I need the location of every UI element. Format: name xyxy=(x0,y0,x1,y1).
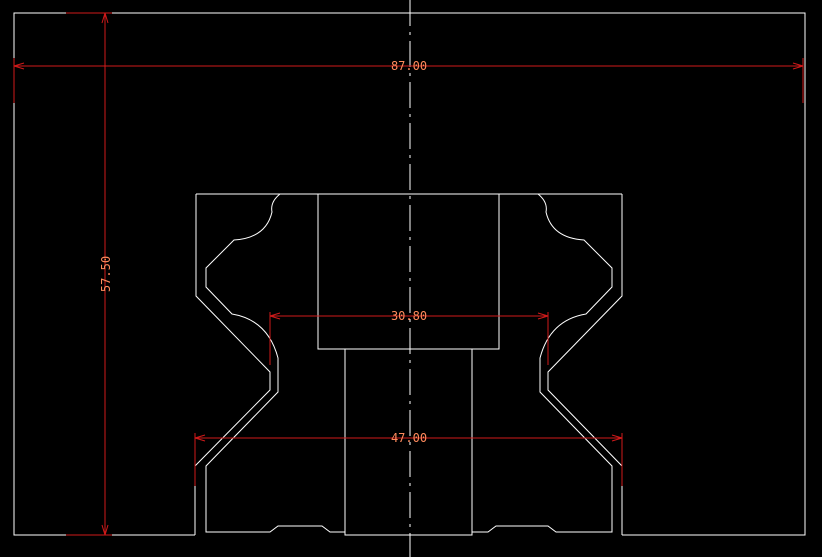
core-slot xyxy=(344,349,473,536)
dimension-overall-height-label: 57.50 xyxy=(99,256,113,292)
right-inner-profile xyxy=(472,193,613,533)
dimension-throat-width-label: 30.80 xyxy=(391,309,427,323)
dimension-overall-height: 57.50 xyxy=(66,12,113,536)
right-outer-profile xyxy=(547,194,623,535)
dimension-base-width: 47.00 xyxy=(194,431,623,486)
dimension-overall-width: 87.00 xyxy=(13,58,804,103)
dimension-throat-width: 30.80 xyxy=(269,309,549,365)
core-block xyxy=(317,193,500,350)
dimension-overall-width-label: 87.00 xyxy=(391,59,427,73)
left-inner-profile xyxy=(205,193,345,533)
dimension-base-width-label: 47.00 xyxy=(391,431,427,445)
